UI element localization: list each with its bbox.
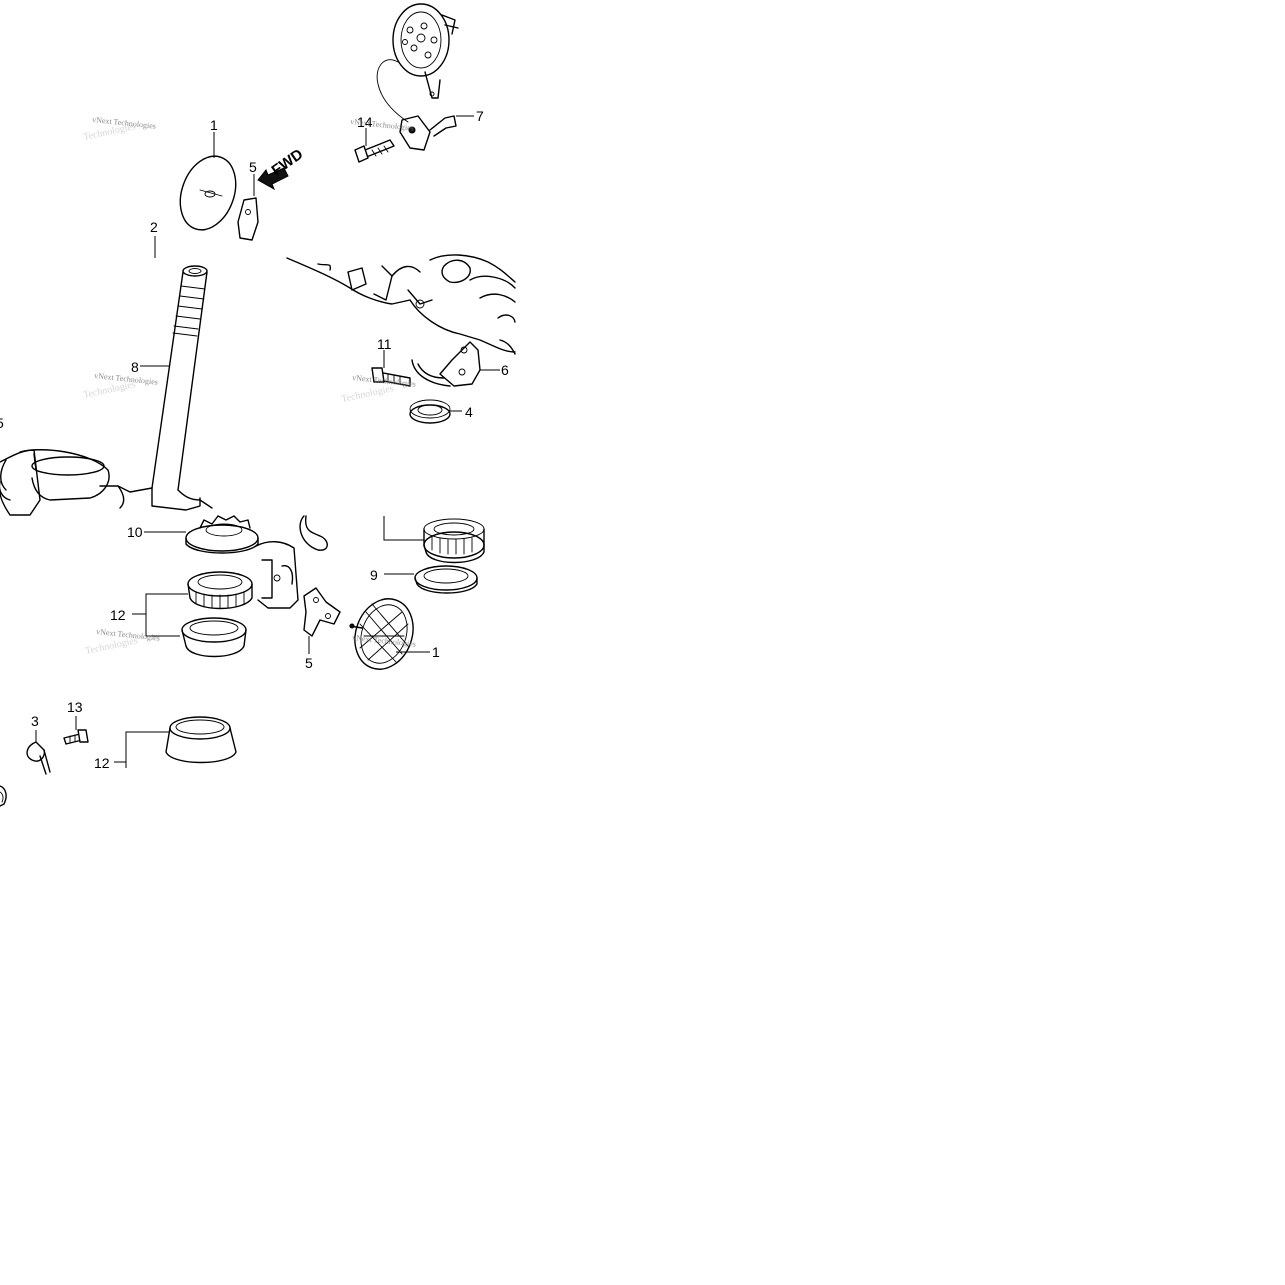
- lower-steering-bearing: [132, 571, 253, 637]
- callout-7: 7: [476, 108, 484, 124]
- upper-steering-bearing: [383, 516, 485, 564]
- callout-9: 9: [370, 567, 378, 583]
- upper-bearing-race: [384, 565, 478, 594]
- callout-8: 8: [131, 359, 139, 375]
- horn-assembly: [376, 3, 459, 123]
- steering-stem-cap-bottom: [349, 598, 430, 670]
- callout-11: 11: [377, 336, 392, 352]
- callout-1-bottom: 1: [432, 644, 440, 660]
- watermarks: vNext Technologies Technologies vNext Te…: [82, 115, 416, 657]
- steering-stem-cap-top: [179, 132, 237, 231]
- callout-labels: 1 2 5 7 14 8 11 6 4 5 10 9 12 5 1 3 13 1…: [0, 108, 509, 771]
- cotter-pin: [26, 730, 51, 775]
- lower-bridge-right-bracket: [255, 541, 299, 609]
- forward-direction-arrow: [257, 167, 289, 191]
- horn-bracket: [399, 115, 474, 151]
- watermark-ghost-5: Technologies: [84, 635, 138, 657]
- callout-5-top: 5: [249, 159, 257, 175]
- steering-stem-lock-nut: [144, 515, 259, 554]
- lower-race-cup: [114, 716, 237, 768]
- callout-6: 6: [501, 362, 509, 378]
- callout-5-left-edge: 5: [0, 415, 4, 431]
- callout-3: 3: [31, 713, 39, 729]
- cable-clip: [299, 515, 328, 551]
- watermark-ghost-3: Technologies: [82, 379, 136, 401]
- callout-10: 10: [127, 524, 143, 540]
- callout-2: 2: [150, 219, 158, 235]
- callout-4: 4: [465, 404, 473, 420]
- plate-top: [237, 174, 259, 241]
- callout-14: 14: [357, 114, 373, 130]
- callout-1-top: 1: [210, 117, 218, 133]
- small-screw: [63, 716, 89, 745]
- callout-12-bottom: 12: [94, 755, 110, 771]
- callout-12-mid: 12: [110, 607, 126, 623]
- steering-stem: [140, 265, 208, 491]
- upper-fork-bridge: [286, 254, 516, 355]
- partial-cap-left-edge: [0, 785, 7, 807]
- lower-fork-bridge: [0, 449, 213, 516]
- cable-guide-bolt: [371, 350, 411, 387]
- plate-bottom: [303, 587, 341, 654]
- cable-guide: [411, 341, 500, 387]
- lower-bearing-race: [181, 617, 247, 658]
- callout-13: 13: [67, 699, 83, 715]
- callout-5-bottom: 5: [305, 655, 313, 671]
- dust-seal: [409, 399, 462, 424]
- watermark-ghost-4: Technologies: [340, 383, 394, 405]
- horn-bolt: [354, 128, 395, 163]
